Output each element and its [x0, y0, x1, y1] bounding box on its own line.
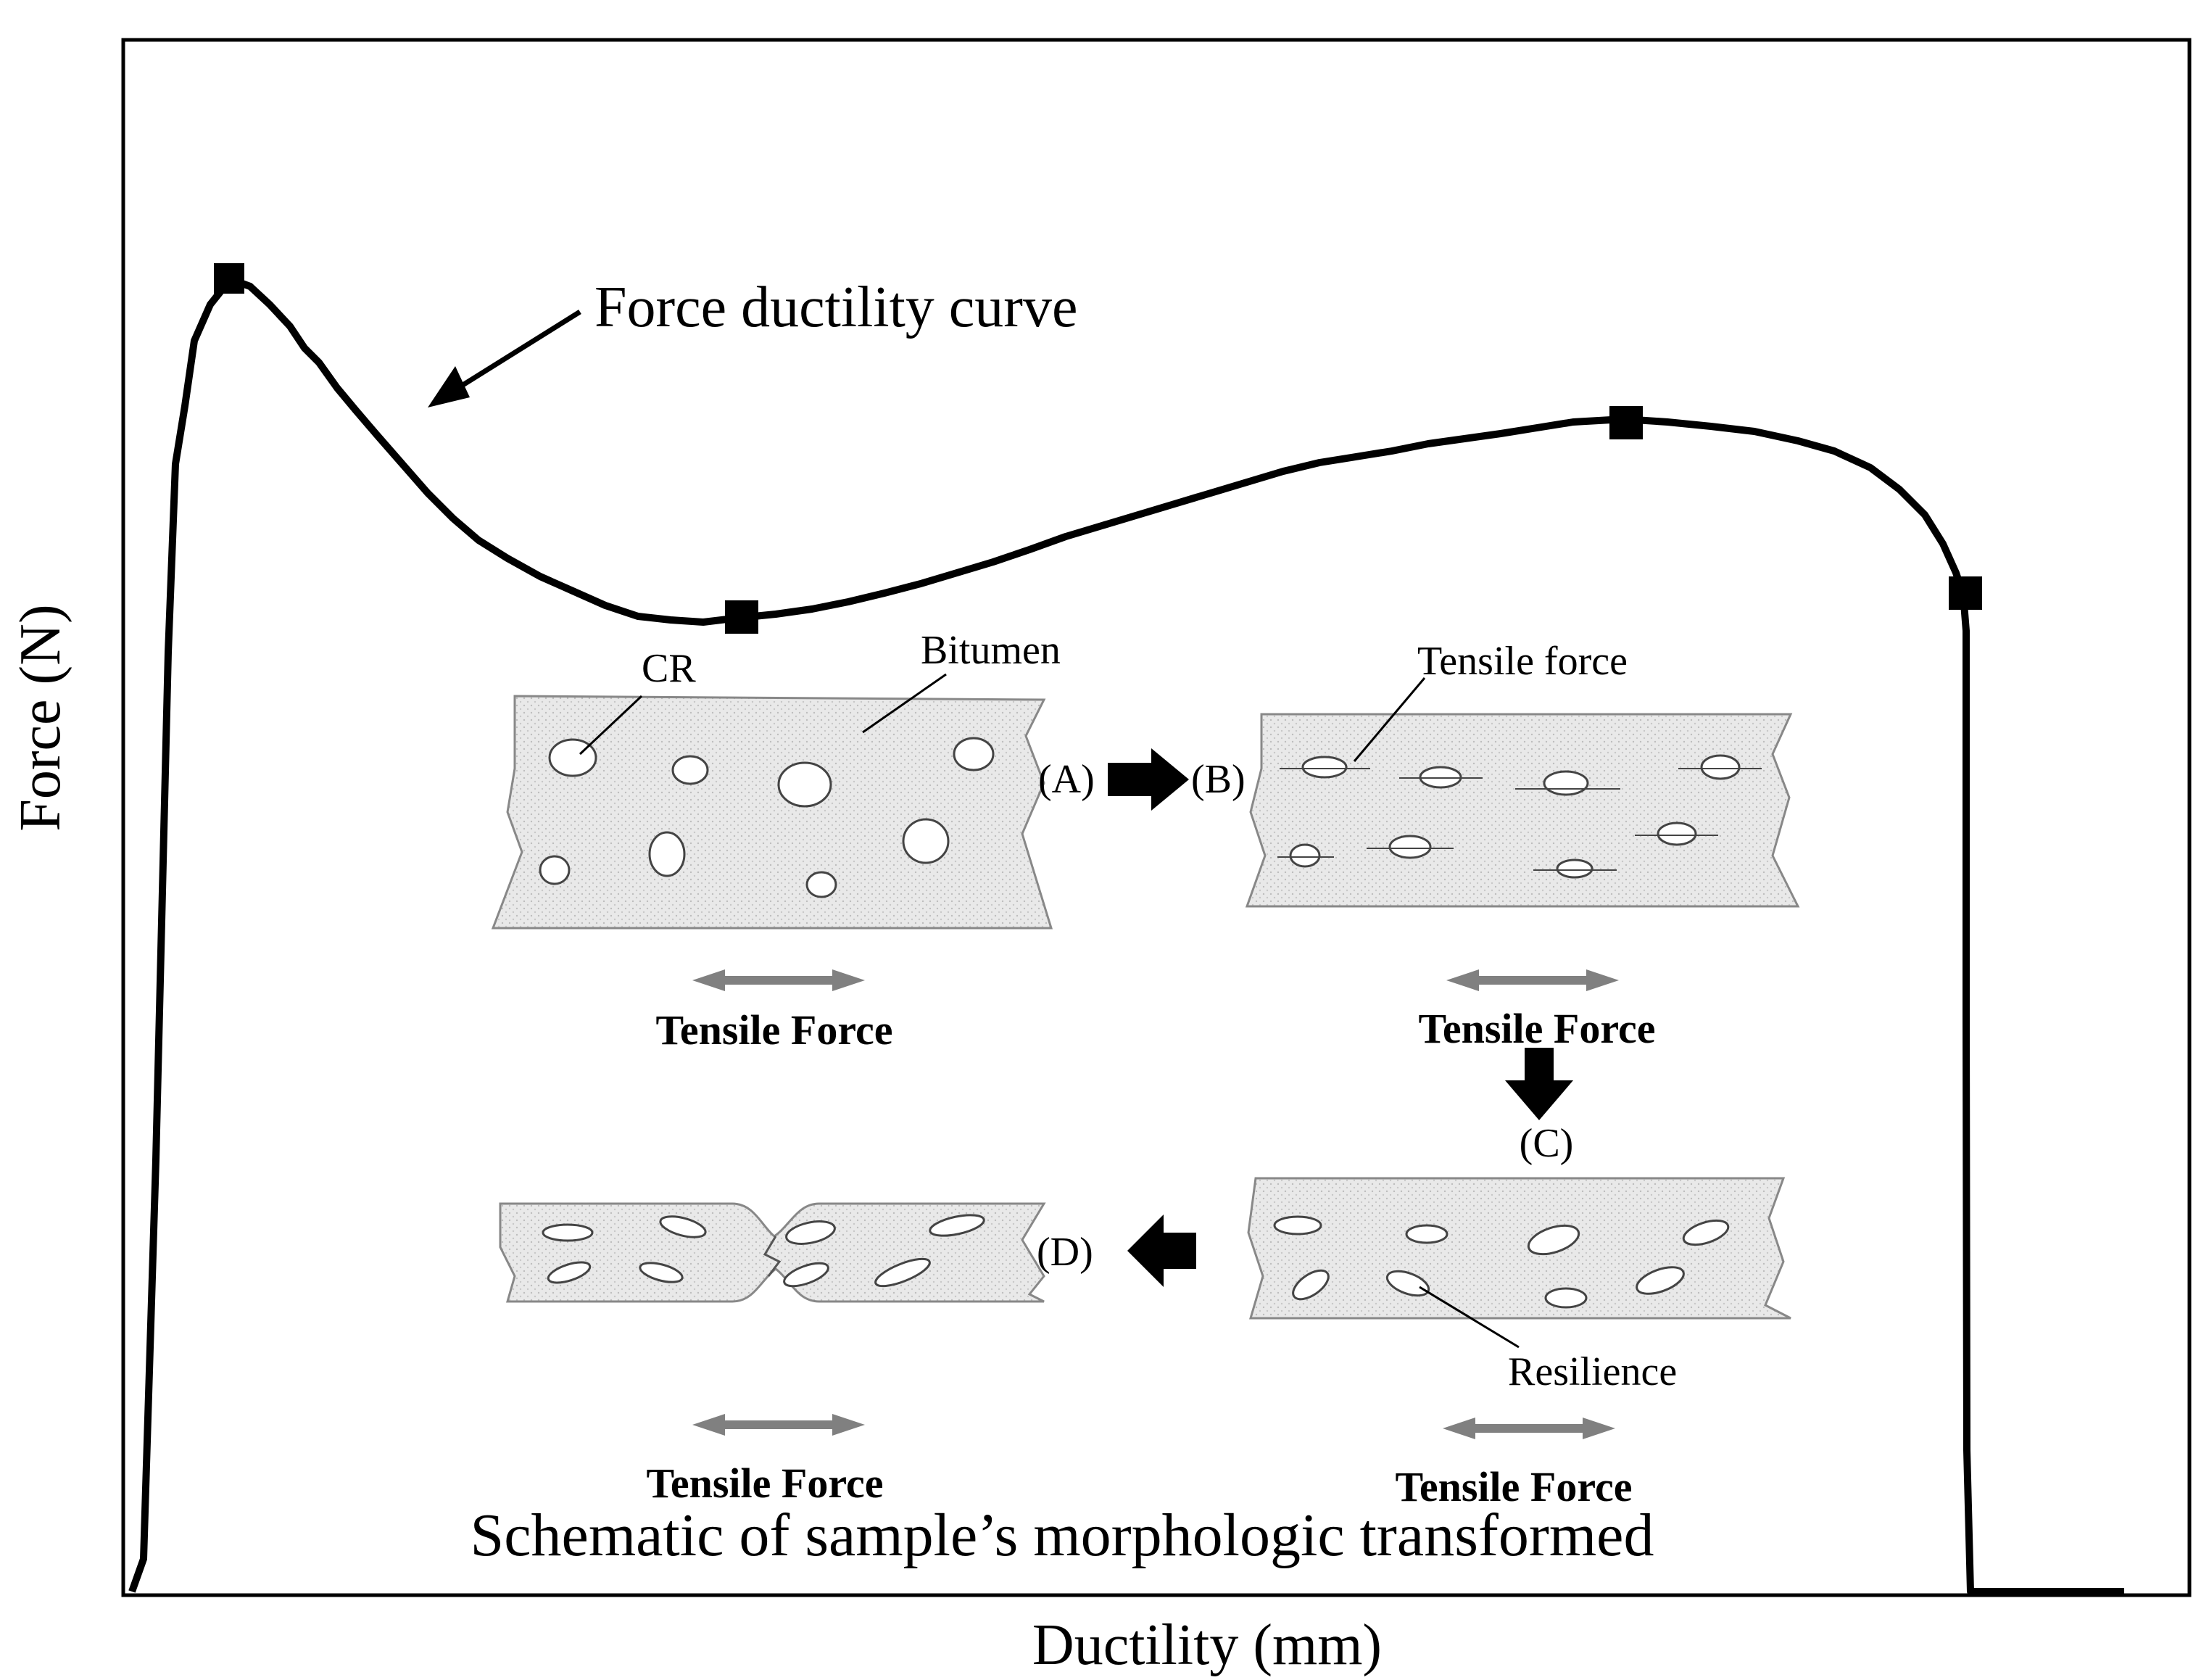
panel-c: Resilience Tensile Force: [1247, 1177, 1791, 1510]
bitumen-leader-line: [862, 673, 947, 734]
panel-b: Tensile force Tensile Force: [1245, 639, 1800, 1052]
y-axis-label: Force (N): [9, 604, 72, 831]
resilience-leader-line: [1419, 1286, 1520, 1349]
x-axis-label: Ductility (mm): [1032, 1613, 1382, 1677]
tensile-double-arrow-c: [1443, 1418, 1615, 1439]
tensile-double-arrow-d: [692, 1414, 865, 1436]
stage-arrow-a-b: [1108, 748, 1189, 811]
bitumen-label: Bitumen: [921, 628, 1061, 673]
panel-b-caption: Tensile Force: [1418, 1005, 1655, 1052]
tensile-force-leader-line: [1353, 677, 1426, 762]
tensile-double-arrow-b: [1446, 969, 1619, 991]
resilience-label: Resilience: [1508, 1349, 1677, 1394]
stage-label-b: (B): [1191, 757, 1246, 802]
stage-arrow-b-c: [1505, 1048, 1573, 1120]
panel-b-matrix: [1245, 713, 1800, 908]
stretched-particles-b: [1277, 754, 1762, 879]
stage-label-d: (D): [1037, 1230, 1093, 1275]
plot-frame: [121, 38, 2192, 1597]
panel-d: Tensile Force: [499, 1202, 1046, 1507]
curve-marker-peak: [214, 263, 244, 294]
panel-d-caption: Tensile Force: [646, 1460, 883, 1507]
panel-a: CR Bitumen Tensile Force: [491, 628, 1061, 1054]
curve-label: Force ductility curve: [594, 276, 1077, 339]
stage-arrow-c-d: [1127, 1215, 1196, 1287]
fracture-line: [763, 1236, 782, 1277]
panel-c-caption: Tensile Force: [1395, 1463, 1632, 1510]
stage-label-a: (A): [1038, 757, 1095, 802]
schematic-title: Schematic of sample’s morphologic transf…: [471, 1502, 1654, 1569]
panel-c-matrix: [1247, 1177, 1791, 1320]
cr-particles-a: [539, 737, 995, 898]
curve-marker-minimum: [725, 600, 758, 634]
tensile-double-arrow-a: [692, 969, 865, 991]
panel-a-caption: Tensile Force: [655, 1006, 892, 1054]
curve-callout-arrowhead: [428, 366, 470, 407]
tensile-force-label: Tensile force: [1417, 639, 1628, 684]
curve-marker-fracture: [1949, 576, 1982, 610]
cr-label: CR: [642, 646, 696, 691]
fractured-particles-d: [542, 1214, 985, 1288]
panel-a-matrix: [491, 695, 1053, 930]
force-ductility-curve: [128, 276, 2124, 1595]
resilient-particles-c: [1273, 1215, 1730, 1309]
stage-label-c: (C): [1520, 1121, 1574, 1166]
curve-marker-second-peak: [1609, 406, 1643, 439]
cr-leader-line: [579, 695, 643, 756]
